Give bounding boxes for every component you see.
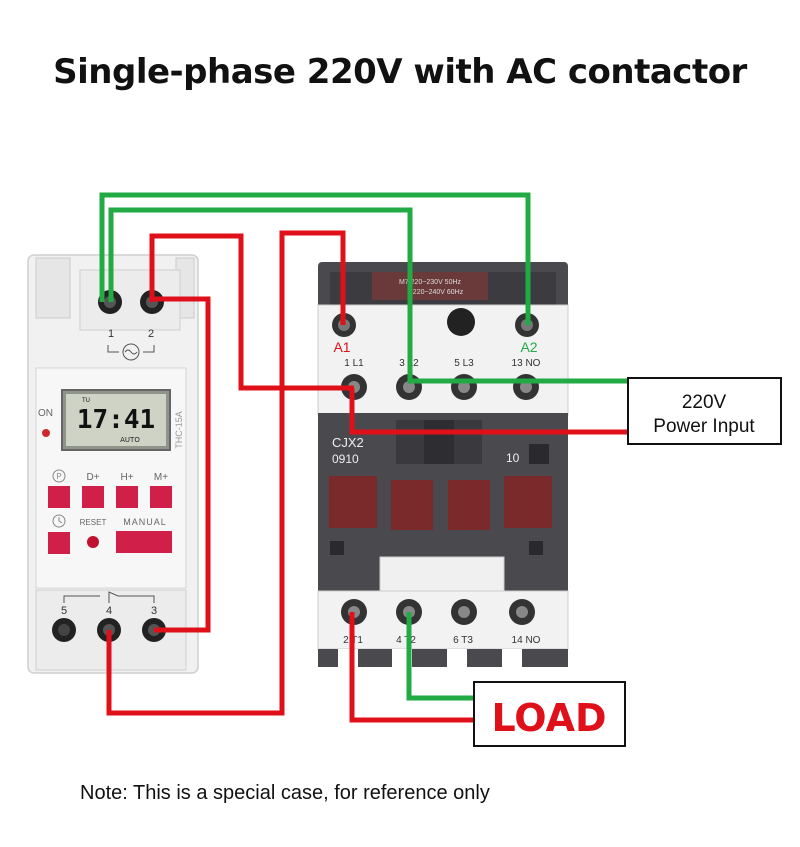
green-wires [99,192,628,701]
coil-label-a1: A1 [333,339,350,355]
center-screw [447,308,475,336]
reset-label: RESET [80,518,107,527]
terminal-label-13no: 13 NO [512,358,541,369]
contact-window-1 [329,476,377,528]
indicator-window [379,556,505,594]
contactor-model: 0910 [332,452,359,466]
rating-label [372,272,488,300]
red-wires [106,230,628,723]
coil-label-a2: A2 [520,339,537,355]
contact-window-2 [391,480,433,530]
contact-window-4 [504,476,552,528]
clock-icon [52,514,66,528]
load-label: LOAD [491,696,606,740]
reset-button[interactable] [87,536,99,548]
timer-terminal-label-1: 1 [108,328,114,340]
btn-label-h: H+ [120,472,133,483]
contactor-aux: 10 [506,451,520,465]
timer-lcd-mode: AUTO [120,436,140,444]
clock-button[interactable] [48,532,70,554]
red-wire-timer2-to-l1 [149,233,354,391]
minute-plus-button[interactable] [150,486,172,508]
timer-terminal-label-5: 5 [61,605,67,617]
timer-switch: 1 2 ON TU 17:41 AUTO THC-15A P D+ H+ M+ … [27,254,199,674]
timer-lcd [66,394,166,446]
contactor-brand: CJX2 [332,435,364,450]
page-title: Single-phase 220V with AC contactor [53,52,747,92]
power-input-label: Power Input [653,416,755,437]
program-icon [52,469,66,483]
timer-on-label: ON [38,408,53,419]
terminal-label-l3: 5 L3 [454,358,474,369]
ac-supply-symbol [107,345,155,353]
red-wire-t1-to-load [349,612,474,723]
relay-contact-symbol [63,591,155,603]
note-text: Note: This is a special case, for refere… [80,782,490,804]
btn-label-m: M+ [154,472,168,483]
red-wire-timer4-to-a1 [106,230,346,716]
terminal-label-l1: 1 L1 [344,358,364,369]
manual-button[interactable] [116,531,172,553]
program-button[interactable] [48,486,70,508]
terminal-label-t2: 4 T2 [396,635,416,646]
svg-text:P: P [56,472,61,481]
hour-plus-button[interactable] [116,486,138,508]
green-wire-t2-to-load [406,612,474,701]
red-wire-timer2-to-timer3 [152,296,211,633]
timer-lcd-time: 17:41 [77,405,155,435]
green-wire-timer1-to-a2 [99,192,531,325]
ac-contactor: M7 220~230V 50Hz 220~240V 60Hz A1 A2 1 L… [317,262,569,667]
contact-window-3 [448,480,490,530]
terminal-label-t3: 6 T3 [453,635,473,646]
manual-label: MANUAL [123,517,167,527]
green-wire-timer1-to-power [108,207,628,384]
btn-label-d: D+ [86,472,99,483]
timer-on-led [42,429,50,437]
timer-terminal-label-3: 3 [151,605,157,617]
day-plus-button[interactable] [82,486,104,508]
terminal-label-14no: 14 NO [512,635,541,646]
timer-terminal-label-2: 2 [148,328,154,340]
rating-text-1: M7 220~230V 50Hz [399,279,462,286]
red-wire-power-to-l1 [349,388,628,435]
power-input-box: 220V Power Input [627,377,782,445]
timer-lcd-day: TU [81,397,90,404]
rating-text-2: 220~240V 60Hz [413,289,464,296]
power-input-voltage: 220V [682,392,727,413]
timer-terminal-label-4: 4 [106,605,112,617]
load-box: LOAD [473,681,626,747]
timer-model: THC-15A [174,411,184,449]
